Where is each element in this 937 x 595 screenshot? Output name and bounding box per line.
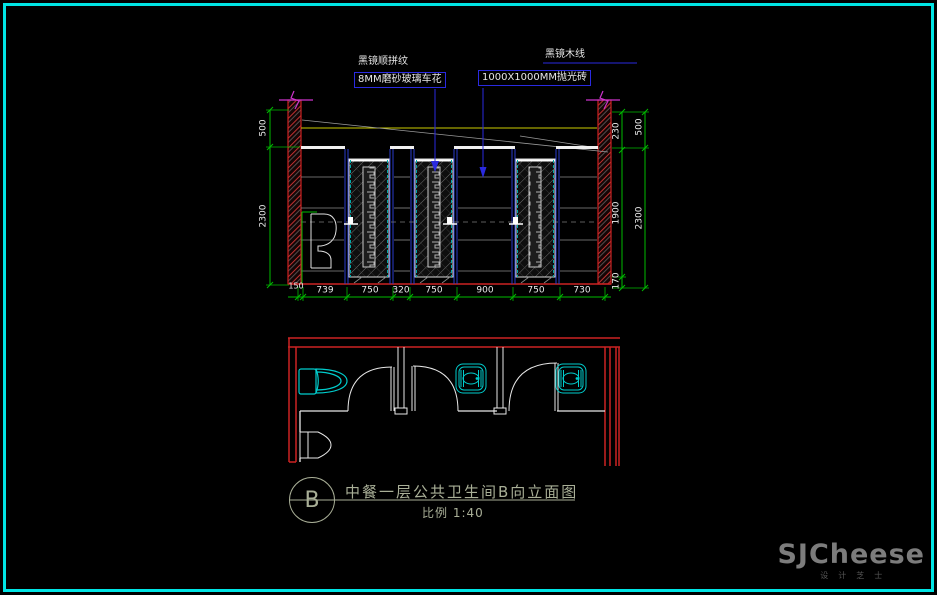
dim-right-230: 230 <box>611 122 622 140</box>
urinal-elevation <box>310 213 337 269</box>
dim-bottom-150: 150 <box>288 281 304 291</box>
door-handle-strip <box>528 166 542 268</box>
elevation-view <box>279 90 620 285</box>
leader-lines <box>431 62 637 178</box>
stall-door-3 <box>509 158 556 278</box>
detail-bubble: B <box>289 477 335 523</box>
wall-column-right <box>597 99 612 285</box>
stall-door-1 <box>344 158 390 278</box>
plan-toilet <box>298 368 348 395</box>
watermark-sub-text: 设计芝士 <box>820 571 893 580</box>
dim-bottom-730: 730 <box>573 285 591 296</box>
dim-left-500: 500 <box>258 119 269 137</box>
door-knob <box>443 217 457 225</box>
door-gap-marks <box>353 276 553 284</box>
dim-left-2300: 2300 <box>258 204 269 228</box>
door-handle-strip <box>427 166 441 268</box>
door-handle-strip <box>362 166 376 268</box>
dim-right-170: 170 <box>611 272 622 290</box>
plan-urinal <box>299 431 332 459</box>
plan-squat-pan-2 <box>555 363 587 394</box>
dim-right-1900: 1900 <box>611 201 622 225</box>
dim-right-outer-500: 500 <box>634 118 645 136</box>
dim-bottom-750a: 750 <box>361 285 379 296</box>
note-mirror-seam: 黑镜顺拼纹 <box>358 56 408 67</box>
stall-door-2 <box>414 158 457 278</box>
detail-bubble-letter: B <box>304 487 320 513</box>
dim-right-outer-2300: 2300 <box>634 206 645 230</box>
watermark-logo: SJCheese 设计芝士 <box>777 541 925 581</box>
break-marks <box>279 90 620 110</box>
plan-view <box>288 337 620 466</box>
dimension-lines <box>266 106 649 301</box>
elevation-green-edge <box>301 211 317 284</box>
tile-joint-lines <box>301 176 597 272</box>
door-knob <box>509 217 523 225</box>
bottom-dim-extensions <box>297 287 606 301</box>
wall-column-left <box>287 99 302 285</box>
drawing-border <box>3 3 934 592</box>
plan-stall-front <box>299 410 605 462</box>
dim-bottom-739: 739 <box>316 285 334 296</box>
note-polished-tile: 1000X1000MM抛光砖 <box>478 70 592 86</box>
plan-doors <box>347 362 559 412</box>
note-mirror-trim: 黑镜木线 <box>545 49 585 60</box>
door-knob <box>344 217 358 225</box>
plan-squat-pan-1 <box>455 363 487 394</box>
drawing-title: 中餐一层公共卫生间B向立面图 <box>345 483 579 501</box>
plan-walls <box>288 337 620 466</box>
dim-bottom-750c: 750 <box>527 285 545 296</box>
drawing-scale: 比例 1:40 <box>422 506 484 520</box>
dim-bottom-750b: 750 <box>425 285 443 296</box>
watermark-brand-text: SJCheese <box>777 539 925 570</box>
partition-posts <box>344 149 560 284</box>
dim-bottom-320: 320 <box>392 285 410 296</box>
dim-bottom-900: 900 <box>476 285 494 296</box>
note-frosted-glass: 8MM磨砂玻璃车花 <box>354 72 446 88</box>
